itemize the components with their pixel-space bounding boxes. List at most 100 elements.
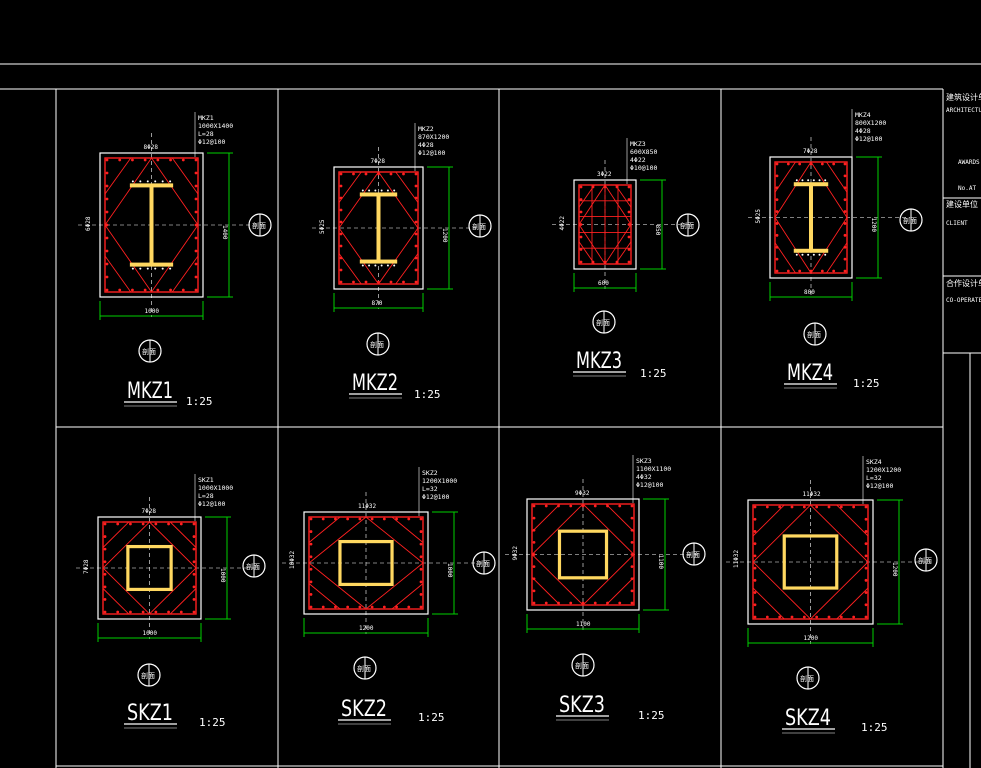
rebar xyxy=(864,566,868,570)
rebar xyxy=(775,174,779,178)
rebar xyxy=(852,615,856,619)
title-block-sub-1: AWARDS xyxy=(958,159,980,166)
stirrup-diamond xyxy=(308,516,424,610)
tie-diagonal xyxy=(338,171,362,203)
rebar xyxy=(815,615,819,619)
tie-diagonal xyxy=(752,587,785,620)
section-scale: 1:25 xyxy=(418,711,445,724)
stud xyxy=(374,189,377,192)
rebar xyxy=(407,517,411,521)
rebar xyxy=(105,249,109,253)
rebar xyxy=(864,517,868,521)
rebar xyxy=(843,162,847,166)
rebar xyxy=(627,223,631,226)
rebar xyxy=(192,572,196,576)
concrete-outline xyxy=(333,166,424,290)
rebar xyxy=(309,567,313,571)
section-tag-bottom: 剖面 xyxy=(138,339,162,363)
rebar xyxy=(105,197,109,201)
rebar xyxy=(414,256,418,260)
rebar xyxy=(346,605,350,609)
dimension-bottom-label: 1000 xyxy=(143,630,158,637)
stud xyxy=(807,179,810,182)
steel-box-tube xyxy=(782,534,839,590)
rebar xyxy=(192,560,196,564)
rebar xyxy=(179,522,183,526)
tie-diagonal xyxy=(171,157,199,195)
rebar xyxy=(194,210,198,214)
rebar xyxy=(627,260,631,264)
dimension-right-label: 1400 xyxy=(221,225,228,240)
stirrup-diamond xyxy=(531,503,635,606)
rebar xyxy=(377,172,380,176)
rebar xyxy=(630,528,634,532)
spec-line-2: 4Φ22 xyxy=(630,156,646,164)
rebar xyxy=(321,517,325,521)
rebar xyxy=(339,184,343,188)
rebar xyxy=(370,517,374,521)
rebar xyxy=(141,610,145,614)
rebar xyxy=(843,210,847,213)
rebar xyxy=(852,505,856,509)
rebar xyxy=(753,517,757,521)
rebar xyxy=(382,517,386,521)
spec-line-1: 1000X1000 xyxy=(198,484,233,492)
concrete-outline xyxy=(97,516,202,620)
stud xyxy=(818,253,821,256)
stud xyxy=(795,179,798,182)
rebar xyxy=(105,171,109,175)
stud xyxy=(131,180,134,183)
spec-line-3: Φ12@100 xyxy=(636,481,663,489)
section-scale: 1:25 xyxy=(853,377,880,390)
rebar-callout-top: 8Φ28 xyxy=(144,144,159,151)
rebar xyxy=(103,560,107,564)
stud xyxy=(361,264,364,267)
tie-diagonal xyxy=(774,242,796,274)
rebar xyxy=(309,542,313,546)
rebar xyxy=(618,504,622,508)
rebar xyxy=(630,565,634,569)
sheet-frame xyxy=(0,63,981,768)
rebar xyxy=(389,172,393,176)
rebar xyxy=(753,505,757,509)
stirrup-diamond xyxy=(102,521,197,615)
rebar xyxy=(339,232,343,236)
rebar xyxy=(105,210,109,214)
steel-web xyxy=(149,185,154,265)
rebar xyxy=(414,268,418,272)
section-tag-label: 剖面 xyxy=(800,674,814,683)
rebar xyxy=(181,288,185,292)
rebar xyxy=(802,615,806,619)
spec-line-2: L=32 xyxy=(422,485,438,493)
rebar xyxy=(606,601,609,605)
rebar xyxy=(105,275,109,279)
spec-line-2: L=28 xyxy=(198,492,214,500)
section-title: SKZ3 xyxy=(559,693,605,718)
rebar xyxy=(843,174,847,178)
spec-line-1: 1200X1200 xyxy=(866,466,901,474)
tie-diagonal xyxy=(171,255,199,293)
stirrup-diamond xyxy=(752,504,869,620)
rebar xyxy=(843,198,847,202)
spec-line-0: SKZ3 xyxy=(636,457,652,465)
steel-box-tube xyxy=(126,544,173,592)
rebar xyxy=(593,601,597,605)
spec-line-2: L=32 xyxy=(866,474,882,482)
dimension-bottom-label: 870 xyxy=(372,300,383,307)
rebar xyxy=(532,601,536,605)
rebar xyxy=(627,235,631,239)
rebar xyxy=(402,280,405,284)
dimension-bottom-label: 1200 xyxy=(804,635,819,642)
rebar xyxy=(630,504,634,508)
stud xyxy=(818,179,821,182)
tie-diagonal xyxy=(102,588,130,615)
rebar xyxy=(105,158,109,162)
section-tag-label: 剖面 xyxy=(686,550,700,559)
rebar xyxy=(606,504,609,508)
section-tag-label: 剖面 xyxy=(918,556,932,565)
rebar xyxy=(179,610,183,614)
rebar xyxy=(309,593,313,596)
rebar xyxy=(753,542,757,546)
rebar xyxy=(395,517,398,521)
rebar xyxy=(775,162,779,166)
